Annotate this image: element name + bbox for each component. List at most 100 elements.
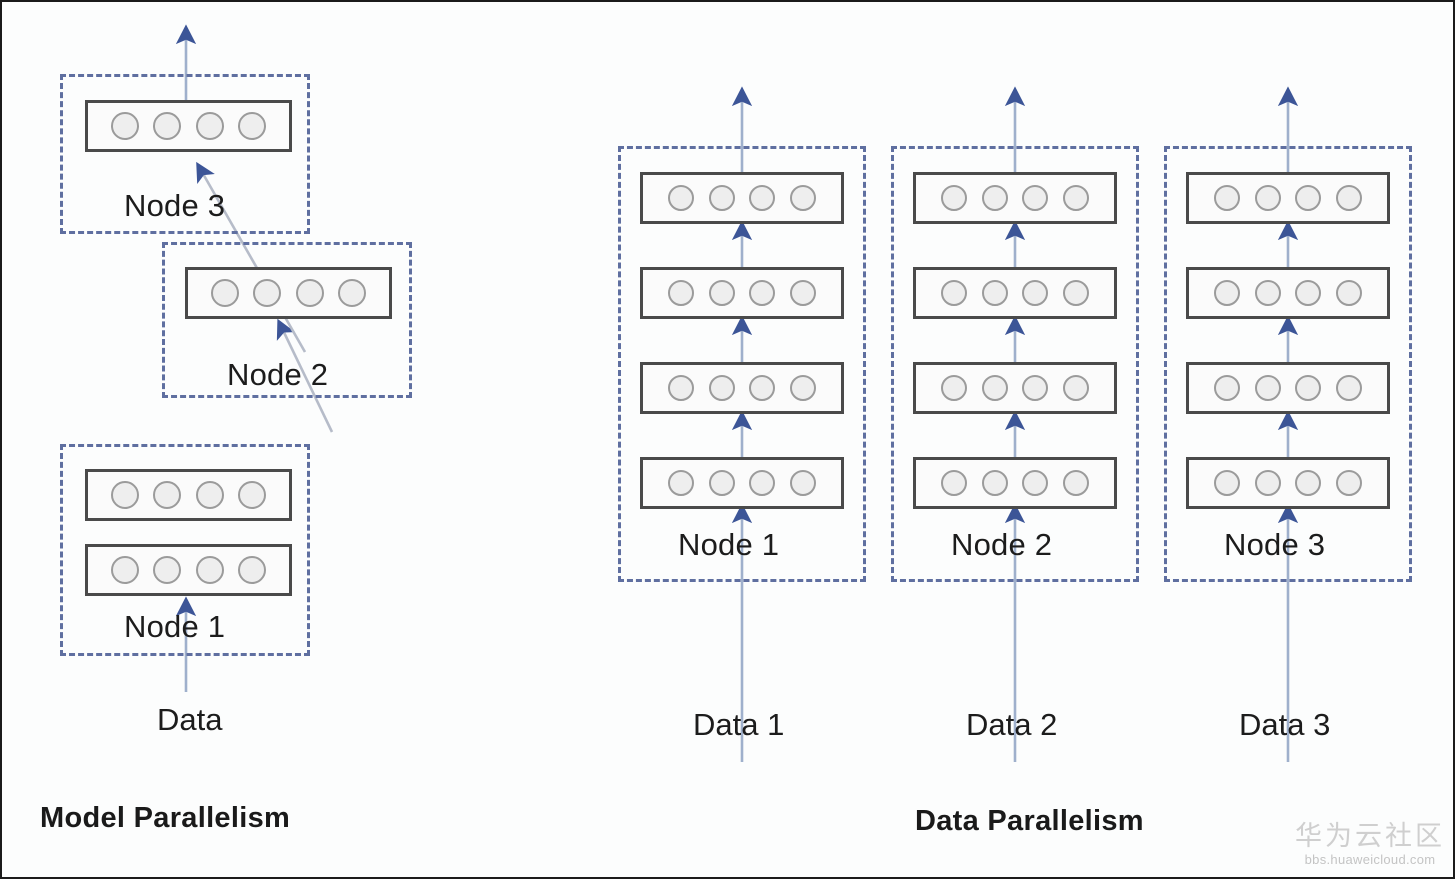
neuron (708, 185, 735, 211)
neuron (153, 112, 182, 140)
neuron (940, 470, 967, 496)
mp-node-3-label: Node 3 (124, 188, 226, 223)
watermark: 华为云社区 bbs.huaweicloud.com (1295, 820, 1445, 867)
neuron (1254, 470, 1281, 496)
mp-node-3-layer-1 (85, 100, 292, 152)
neuron (237, 112, 266, 140)
neuron (1022, 375, 1049, 401)
neuron (981, 375, 1008, 401)
data-parallelism-title: Data Parallelism (915, 805, 1144, 837)
neuron (1063, 185, 1090, 211)
dp-node-2-layer-4 (913, 172, 1117, 224)
neuron (1022, 280, 1049, 306)
neuron (1336, 470, 1363, 496)
neuron (749, 470, 776, 496)
neuron (981, 470, 1008, 496)
dp-node-1-container[interactable] (618, 146, 866, 582)
mp-node-2-label: Node 2 (227, 357, 329, 392)
neuron (749, 280, 776, 306)
neuron (237, 556, 266, 584)
neuron (253, 279, 282, 307)
neuron (1213, 375, 1240, 401)
neuron (195, 556, 224, 584)
dp-node-3-input-label: Data 3 (1239, 707, 1331, 742)
neuron (1336, 280, 1363, 306)
neuron (981, 280, 1008, 306)
mp-node-3-container[interactable] (60, 74, 310, 234)
dp-node-1-input-label: Data 1 (693, 707, 785, 742)
neuron (1063, 280, 1090, 306)
dp-node-1-label: Node 1 (678, 527, 780, 562)
dp-node-3-label: Node 3 (1224, 527, 1326, 562)
neuron (667, 185, 694, 211)
neuron (111, 556, 140, 584)
neuron (1254, 185, 1281, 211)
neuron (1063, 470, 1090, 496)
dp-node-1-layer-4 (640, 172, 844, 224)
dp-node-3-layer-2 (1186, 362, 1390, 414)
neuron (667, 470, 694, 496)
dp-node-3-layer-3 (1186, 267, 1390, 319)
neuron (667, 375, 694, 401)
dp-node-3-layer-4 (1186, 172, 1390, 224)
mp-node-1-layer-2 (85, 469, 292, 521)
neuron (1295, 470, 1322, 496)
neuron (153, 556, 182, 584)
neuron (708, 375, 735, 401)
neuron (790, 185, 817, 211)
dp-node-2-input-label: Data 2 (966, 707, 1058, 742)
mp-node-1-layer-1 (85, 544, 292, 596)
neuron (1295, 375, 1322, 401)
dp-node-3-container[interactable] (1164, 146, 1412, 582)
neuron (1213, 470, 1240, 496)
dp-node-2-layer-3 (913, 267, 1117, 319)
neuron (749, 375, 776, 401)
neuron (749, 185, 776, 211)
neuron (1295, 280, 1322, 306)
neuron (153, 481, 182, 509)
neuron (211, 279, 240, 307)
model-parallelism-title: Model Parallelism (40, 802, 291, 834)
neuron (940, 185, 967, 211)
neuron (1213, 185, 1240, 211)
neuron (1022, 470, 1049, 496)
neuron (790, 470, 817, 496)
dp-node-1-layer-2 (640, 362, 844, 414)
neuron (708, 280, 735, 306)
neuron (1022, 185, 1049, 211)
watermark-url: bbs.huaweicloud.com (1304, 852, 1436, 867)
dp-node-3-layer-1 (1186, 457, 1390, 509)
neuron (1254, 280, 1281, 306)
dp-node-1-layer-3 (640, 267, 844, 319)
neuron (981, 185, 1008, 211)
mp-node-1-container[interactable] (60, 444, 310, 656)
neuron (111, 481, 140, 509)
mp-data-input-label: Data (157, 702, 223, 737)
neuron (790, 280, 817, 306)
mp-node-2-container[interactable] (162, 242, 412, 398)
dp-node-2-container[interactable] (891, 146, 1139, 582)
dp-node-2-label: Node 2 (951, 527, 1053, 562)
neuron (1254, 375, 1281, 401)
neuron (940, 375, 967, 401)
neuron (111, 112, 140, 140)
neuron (1295, 185, 1322, 211)
dp-node-2-layer-1 (913, 457, 1117, 509)
neuron (237, 481, 266, 509)
neuron (195, 112, 224, 140)
neuron (667, 280, 694, 306)
dp-node-1-layer-1 (640, 457, 844, 509)
neuron (790, 375, 817, 401)
neuron (1213, 280, 1240, 306)
neuron (1063, 375, 1090, 401)
neuron (1336, 375, 1363, 401)
mp-node-2-layer-1 (185, 267, 392, 319)
neuron (295, 279, 324, 307)
neuron (708, 470, 735, 496)
neuron (195, 481, 224, 509)
neuron (337, 279, 366, 307)
dp-node-2-layer-2 (913, 362, 1117, 414)
watermark-brand-text: 华为云社区 (1295, 820, 1445, 852)
mp-node-1-label: Node 1 (124, 609, 226, 644)
